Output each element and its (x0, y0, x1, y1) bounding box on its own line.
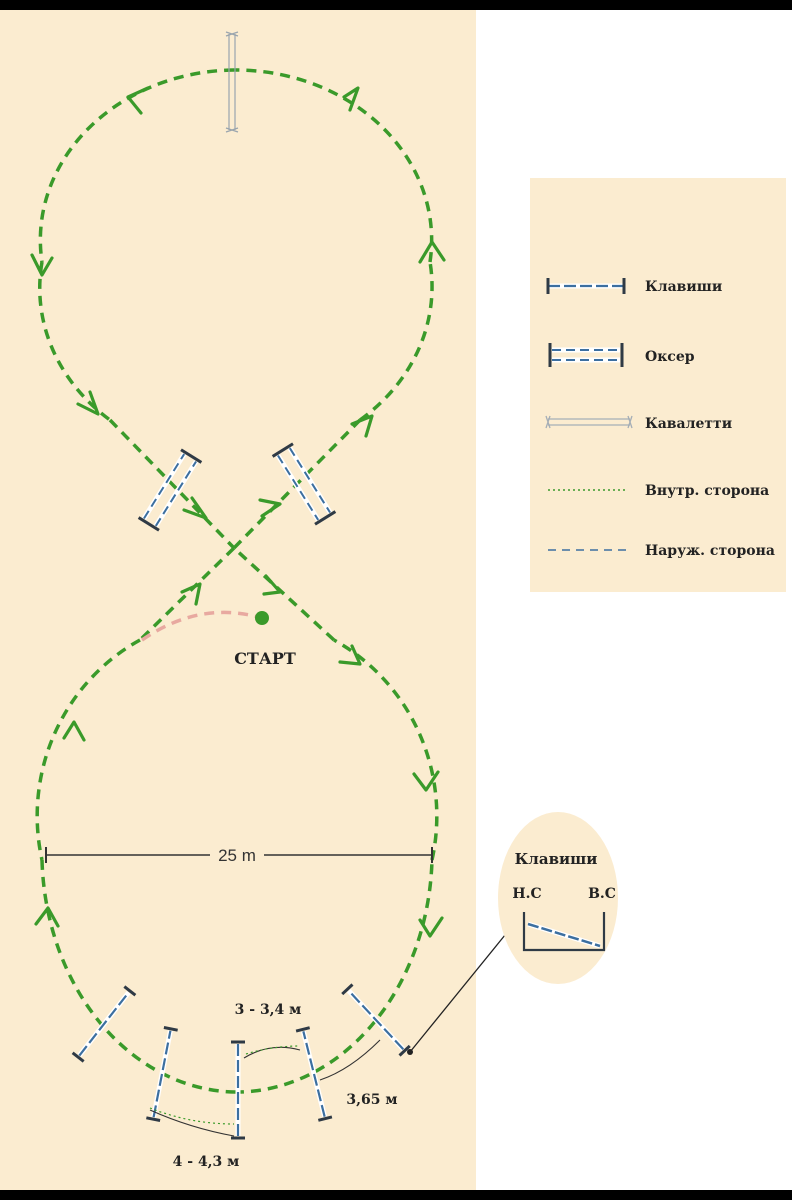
arrow-icon (412, 770, 440, 792)
inset-left-label: Н.С (512, 886, 541, 902)
legend-label-outer: Наруж. сторона (645, 543, 775, 559)
arrow-icon (338, 644, 362, 666)
arrow-icon (258, 498, 282, 518)
direction-arrows (30, 86, 446, 938)
arrow-icon (182, 496, 208, 520)
inset-leader-line (409, 923, 515, 1053)
bottom-loop-path (35, 546, 439, 1094)
arrow-icon (30, 253, 54, 277)
legend-label-kavaletti: Кавалетти (645, 416, 732, 432)
arrow-icon (34, 906, 60, 928)
gap-3-label: 3,65 м (346, 1092, 397, 1108)
cavaletti-top (225, 31, 239, 133)
arrow-icon (262, 574, 282, 596)
oxer-left (137, 448, 203, 532)
jump-3 (231, 1040, 245, 1140)
diagram-canvas: СТАРТ 25 m (0, 10, 792, 1190)
inset-detail: Клавиши Н.С В.С (498, 812, 618, 984)
inset-right-label: В.С (588, 886, 616, 902)
arrow-icon (342, 86, 360, 112)
jump-2 (146, 1026, 178, 1122)
gap-2-label: 4 - 4,3 м (173, 1154, 240, 1170)
oxer-right (271, 442, 337, 526)
legend-label-inner: Внутр. сторона (645, 483, 769, 499)
arrow-icon (180, 582, 202, 606)
diameter-label: 25 m (218, 846, 256, 865)
start-label: СТАРТ (234, 649, 296, 668)
start-point (255, 611, 269, 625)
legend: Клавиши Оксер Кавалетти Внутр. сторона Н… (530, 178, 786, 592)
diameter-dimension: 25 m (45, 846, 433, 865)
legend-label-okser: Оксер (645, 349, 695, 365)
single-pole-jump-icon (546, 278, 626, 294)
arrow-icon (418, 240, 446, 264)
inset-title: Клавиши (515, 850, 598, 868)
gap-dotted (149, 1045, 301, 1125)
jump-1 (71, 985, 137, 1063)
arrow-icon (418, 916, 444, 938)
jump-5 (341, 983, 411, 1057)
arrow-icon (62, 720, 86, 742)
cavaletti-pole-icon (545, 415, 633, 429)
arrow-icon (350, 414, 374, 438)
jump-4 (295, 1026, 333, 1122)
arrow-icon (76, 390, 100, 416)
legend-label-klavishi: Клавиши (645, 279, 722, 295)
leader-dot (407, 1049, 413, 1055)
arrow-icon (126, 86, 150, 115)
figure-eight-course-diagram: СТАРТ 25 m (0, 10, 786, 1190)
gap-1-label: 3 - 3,4 м (235, 1002, 302, 1018)
double-pole-oxer-icon (548, 343, 624, 367)
